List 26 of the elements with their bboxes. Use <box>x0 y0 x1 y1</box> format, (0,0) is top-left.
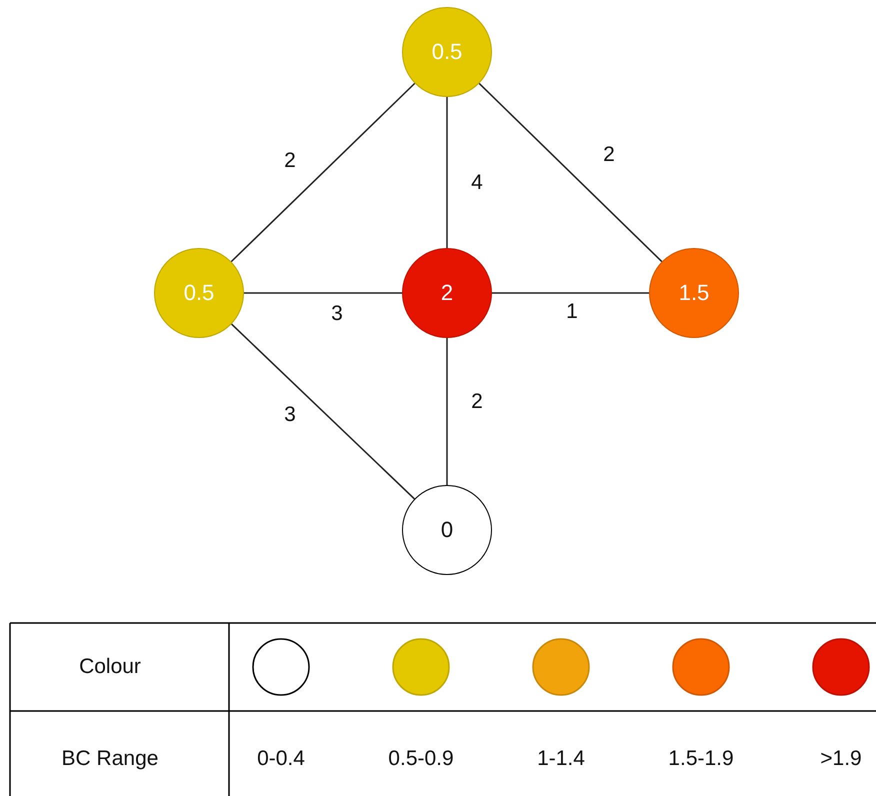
node-value: 0.5 <box>184 280 214 306</box>
legend-text: 0.5-0.9 <box>388 747 454 771</box>
table-header: Colour <box>79 655 141 679</box>
node-value: 1.5 <box>678 280 710 306</box>
edge-label: 4 <box>471 171 483 195</box>
edge-label: 2 <box>284 149 296 173</box>
edge-line <box>244 292 402 294</box>
table-header: BC Range <box>62 747 158 771</box>
edge-line <box>446 338 448 485</box>
edge-line <box>478 82 662 262</box>
edge-label: 1 <box>566 300 578 324</box>
legend-text: 1-1.4 <box>537 747 585 771</box>
legend-text: >1.9 <box>820 747 862 771</box>
edge-label: 2 <box>471 390 483 414</box>
edge-line <box>231 324 415 500</box>
node-value: 0.5 <box>432 39 462 65</box>
node-value: 0 <box>440 517 454 543</box>
edge-line <box>492 292 649 294</box>
node-value: 2 <box>440 280 454 306</box>
legend-text: 1.5-1.9 <box>668 747 734 771</box>
edge-label: 3 <box>331 302 343 326</box>
edge-line <box>230 82 416 262</box>
edge-label: 2 <box>603 143 615 167</box>
legend-text: 0-0.4 <box>257 747 305 771</box>
edge-label: 3 <box>284 403 296 427</box>
edge-line <box>446 97 448 248</box>
